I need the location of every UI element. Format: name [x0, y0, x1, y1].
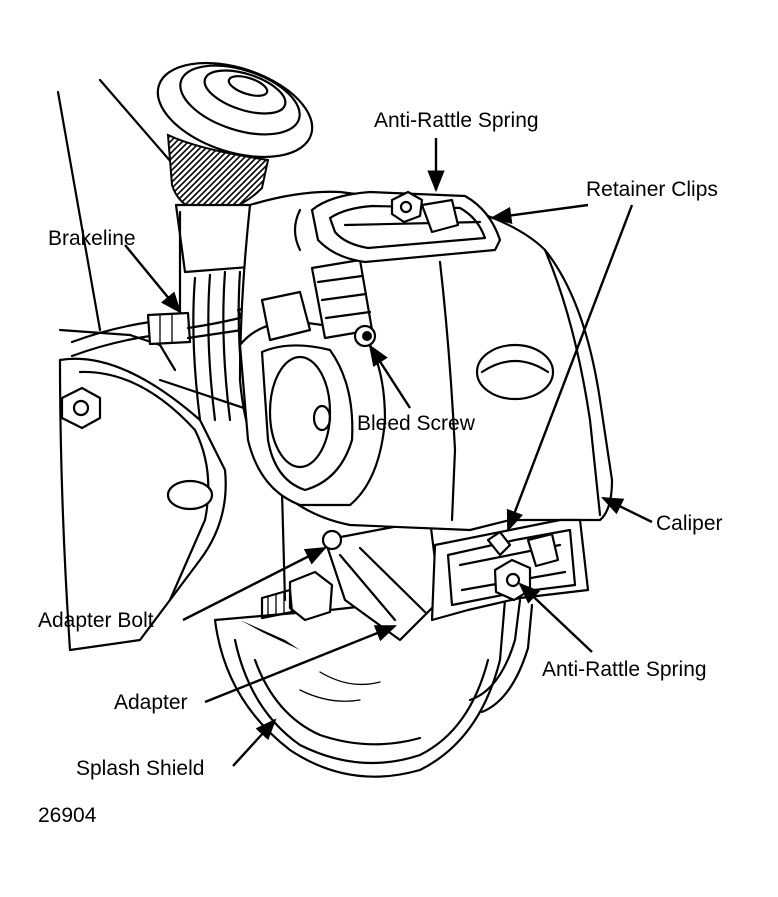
- label-anti-rattle-spring-bottom: Anti-Rattle Spring: [542, 658, 707, 681]
- label-bleed-screw: Bleed Screw: [357, 412, 476, 435]
- ball-joint-boot: [156, 61, 314, 214]
- leader-lines: [124, 138, 653, 767]
- label-retainer-clips: Retainer Clips: [586, 178, 718, 201]
- figure-number: 26904: [38, 804, 97, 827]
- rotor-splash-shield: [213, 598, 534, 778]
- label-brakeline: Brakeline: [48, 227, 136, 250]
- label-splash-shield: Splash Shield: [76, 757, 204, 780]
- adapter-bracket: [240, 518, 442, 650]
- adapter-bolt-part: [260, 529, 343, 622]
- label-caliper: Caliper: [656, 512, 723, 535]
- top-anti-rattle-spring: [390, 190, 424, 224]
- caliper-body: [238, 190, 614, 532]
- label-adapter-bolt: Adapter Bolt: [38, 609, 154, 632]
- label-anti-rattle-spring-top: Anti-Rattle Spring: [374, 109, 539, 132]
- label-adapter: Adapter: [114, 691, 188, 714]
- strut-ribs: [192, 270, 246, 422]
